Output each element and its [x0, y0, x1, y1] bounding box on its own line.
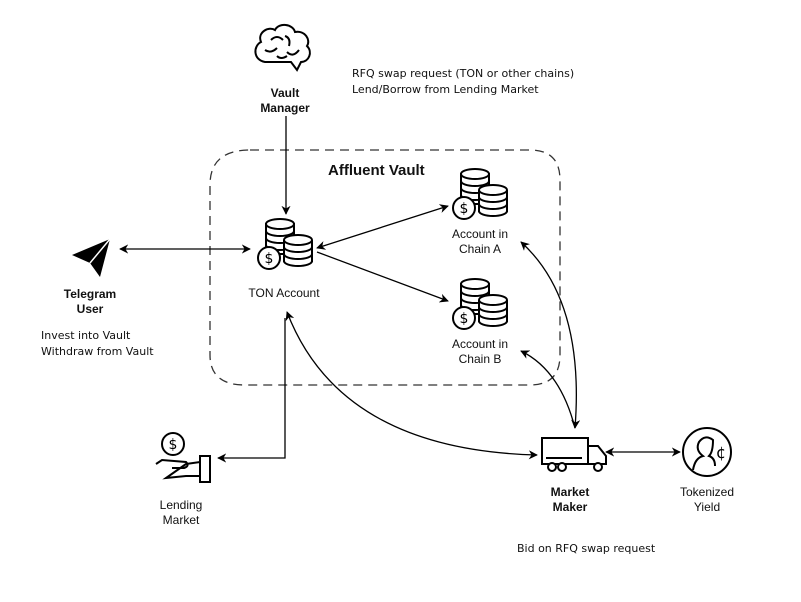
- manager-note-line1: RFQ swap request (TON or other chains): [352, 67, 575, 80]
- tokenized-yield-line1: Tokenized: [679, 485, 735, 499]
- chain-a-label: Account in Chain A: [440, 227, 520, 257]
- vault-manager-line2: Manager: [260, 101, 310, 115]
- edge-ton-lending: [217, 318, 286, 463]
- market-maker-line2: Maker: [552, 500, 588, 514]
- edge-ton-chain-b: [316, 251, 449, 303]
- telegram-icon: [72, 238, 111, 277]
- truck-icon: [541, 437, 607, 472]
- vault-manager-label: Vault Manager: [253, 86, 317, 116]
- chain-b-coins-icon: [452, 278, 508, 330]
- chain-b-line1: Account in: [451, 337, 509, 351]
- vault-manager-line1: Vault: [270, 86, 300, 100]
- chain-b-label: Account in Chain B: [440, 337, 520, 367]
- telegram-user-line1: Telegram: [63, 287, 117, 301]
- manager-note: RFQ swap request (TON or other chains) L…: [352, 66, 574, 98]
- vault-title: Affluent Vault: [328, 162, 425, 179]
- person-cent-icon: ¢: [682, 427, 732, 477]
- chain-b-line2: Chain B: [458, 352, 502, 366]
- edge-ton-chain-a: [316, 204, 449, 250]
- lending-market-label: Lending Market: [150, 498, 212, 528]
- svg-text:$: $: [169, 437, 178, 453]
- svg-text:¢: ¢: [716, 443, 726, 462]
- maker-note: Bid on RFQ swap request: [517, 542, 656, 555]
- ton-coins-icon: [257, 218, 313, 270]
- chain-a-line1: Account in: [451, 227, 509, 241]
- telegram-user-line2: User: [76, 302, 104, 316]
- ton-account-label: TON Account: [248, 286, 320, 300]
- hand-coin-icon: $: [155, 432, 211, 483]
- user-note-line2: Withdraw from Vault: [41, 345, 154, 358]
- user-note-line1: Invest into Vault: [41, 329, 131, 342]
- telegram-user-label: Telegram User: [55, 287, 125, 317]
- lending-market-line2: Market: [162, 513, 200, 527]
- manager-note-line2: Lend/Borrow from Lending Market: [352, 83, 539, 96]
- edge-maker-chain-a: [520, 241, 581, 429]
- edge-maker-ton: [285, 311, 538, 460]
- market-maker-line1: Market: [550, 485, 590, 499]
- chain-a-line2: Chain A: [458, 242, 502, 256]
- lending-market-line1: Lending: [159, 498, 203, 512]
- chain-a-coins-icon: [452, 168, 508, 220]
- brain-icon: [254, 24, 311, 72]
- edge-maker-chain-b: [520, 350, 576, 429]
- market-maker-label: Market Maker: [538, 485, 602, 515]
- user-note: Invest into Vault Withdraw from Vault: [41, 328, 154, 360]
- tokenized-yield-line2: Yield: [693, 500, 721, 514]
- tokenized-yield-label: Tokenized Yield: [672, 485, 742, 515]
